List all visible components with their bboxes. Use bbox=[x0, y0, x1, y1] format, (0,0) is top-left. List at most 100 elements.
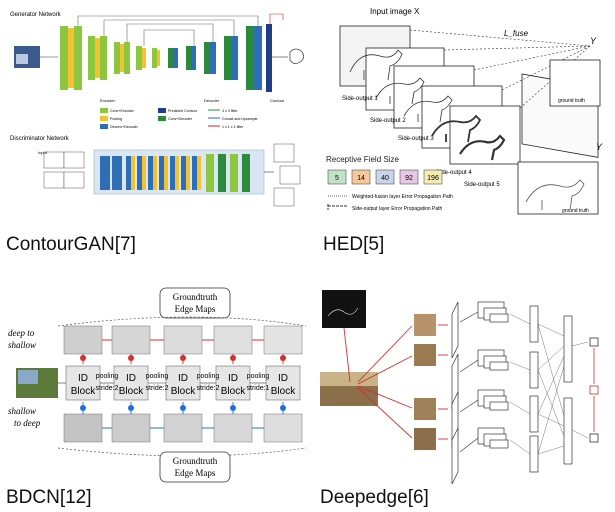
svg-text:40: 40 bbox=[381, 175, 389, 182]
skip-connections bbox=[77, 13, 284, 46]
output-nodes bbox=[589, 337, 599, 443]
svg-text:Side-output 1: Side-output 1 bbox=[342, 96, 378, 102]
top-dashed-loop bbox=[57, 316, 307, 327]
ground-truth-bottom bbox=[517, 161, 599, 215]
svg-text:Concat and Upsample: Concat and Upsample bbox=[222, 117, 258, 121]
svg-text:14: 14 bbox=[357, 175, 365, 182]
svg-text:Block: Block bbox=[71, 386, 96, 397]
svg-text:Side-output 3: Side-output 3 bbox=[398, 136, 434, 142]
fan-arrows bbox=[357, 325, 413, 439]
deep-to-shallow-2: shallow bbox=[8, 340, 36, 350]
svg-text:ID: ID bbox=[228, 373, 238, 384]
bottom-dashed-loop bbox=[57, 447, 307, 457]
filter-planes bbox=[451, 301, 459, 485]
input-image-detail bbox=[16, 54, 28, 64]
output-contour bbox=[289, 48, 304, 64]
svg-text:Side-output 4: Side-output 4 bbox=[436, 170, 472, 176]
gt-box-top bbox=[159, 287, 231, 319]
patch-arrows bbox=[438, 324, 448, 440]
input-image-sky bbox=[320, 372, 378, 386]
contourgan-diagram: Generator Network Contour Encoder Decode… bbox=[10, 12, 304, 207]
svg-text:stride:1: stride:1 bbox=[247, 385, 270, 392]
ground-truth-top bbox=[549, 59, 601, 107]
ground-truth-top-label: ground truth bbox=[558, 98, 585, 104]
svg-text:ID: ID bbox=[278, 373, 288, 384]
encoder-label: Encoder bbox=[100, 98, 116, 103]
caption-deepedge: Deepedge[6] bbox=[320, 487, 429, 508]
disc-blocks bbox=[93, 149, 265, 195]
gt-box-top-line1: Groundtruth bbox=[173, 292, 218, 302]
id-block-labels: ID Block ID Block ID Block ID Block ID Block bbox=[71, 373, 296, 397]
svg-text:ID: ID bbox=[126, 373, 136, 384]
svg-text:Conv+Encoder: Conv+Encoder bbox=[110, 109, 135, 113]
error-paths bbox=[409, 29, 591, 109]
side-output-labels: Side-output 1 Side-output 2 Side-output … bbox=[342, 96, 500, 188]
svg-text:3 x 3 filter: 3 x 3 filter bbox=[222, 109, 238, 113]
gt-box-bottom bbox=[159, 451, 231, 483]
rf-boxes: 5 14 40 92 196 bbox=[327, 169, 443, 185]
svg-text:1 x 1 x 1 filter: 1 x 1 x 1 filter bbox=[222, 125, 244, 129]
svg-text:stride:2: stride:2 bbox=[146, 385, 169, 392]
edge-map-lines bbox=[327, 307, 359, 317]
fc-columns bbox=[529, 305, 573, 473]
arrow bbox=[343, 327, 351, 383]
contour-label: Contour bbox=[270, 98, 285, 103]
hed-diagram: Input image X L_fuse Y Side-output 1 Sid… bbox=[326, 7, 603, 215]
conv-stacks bbox=[477, 301, 509, 449]
svg-text:ID: ID bbox=[78, 373, 88, 384]
bdcn-input-sky bbox=[18, 370, 38, 384]
fc-connections bbox=[509, 313, 589, 455]
ground-truth-bottom-label: ground truth bbox=[562, 208, 589, 214]
svg-text:Block: Block bbox=[221, 386, 246, 397]
svg-text:Block: Block bbox=[171, 386, 196, 397]
svg-text:Weighted-fusion layer Error Pr: Weighted-fusion layer Error Propagation … bbox=[352, 194, 453, 200]
patches bbox=[414, 314, 436, 450]
stack-arrows bbox=[459, 311, 479, 453]
svg-text:ID: ID bbox=[178, 373, 188, 384]
rf-title: Receptive Field Size bbox=[326, 155, 399, 164]
gt-box-bottom-line1: Groundtruth bbox=[173, 456, 218, 466]
svg-text:Pooling: Pooling bbox=[110, 117, 122, 121]
svg-text:pooling: pooling bbox=[146, 373, 169, 380]
svg-text:196: 196 bbox=[427, 175, 439, 182]
svg-text:5: 5 bbox=[335, 175, 339, 182]
svg-text:stride:2: stride:2 bbox=[96, 385, 119, 392]
svg-text:pooling: pooling bbox=[247, 373, 270, 380]
hed-input-title: Input image X bbox=[370, 7, 420, 16]
generator-title: Generator Network bbox=[10, 12, 62, 18]
hed-y-label-bottom: Y bbox=[596, 142, 603, 152]
svg-text:Side-output 2: Side-output 2 bbox=[370, 118, 406, 124]
contourgan-legend: Conv+Encoder Pooling Deconv+Decoder Pred… bbox=[100, 108, 258, 129]
svg-text:Block: Block bbox=[271, 386, 296, 397]
encoder-blocks bbox=[60, 26, 160, 90]
red-plus-nodes bbox=[80, 355, 286, 361]
svg-text:stride:2: stride:2 bbox=[197, 385, 220, 392]
horse-sketches bbox=[349, 49, 506, 161]
discriminator-title: Discriminator Network bbox=[10, 136, 70, 142]
caption-hed: HED[5] bbox=[323, 234, 385, 255]
hed-y-label-top: Y bbox=[590, 36, 597, 46]
hed-loss-label: L_fuse bbox=[504, 29, 529, 38]
svg-text:Side-output layer Error Propag: Side-output layer Error Propagation Path bbox=[352, 206, 443, 212]
caption-bdcn: BDCN[12] bbox=[6, 487, 92, 508]
disc-output-images bbox=[273, 143, 301, 207]
svg-text:pooling: pooling bbox=[197, 373, 220, 380]
disc-input-images bbox=[43, 151, 85, 189]
gt-box-bottom-line2: Edge Maps bbox=[175, 468, 216, 478]
shallow-to-deep-2: to deep bbox=[14, 418, 41, 428]
svg-text:Block: Block bbox=[119, 386, 144, 397]
edge-maps-bottom bbox=[63, 413, 303, 443]
edge-maps-top bbox=[63, 325, 303, 355]
svg-text:Deconv+Decoder: Deconv+Decoder bbox=[110, 125, 139, 129]
bdcn-diagram: Groundtruth Edge Maps deep to shallow sh… bbox=[8, 287, 307, 483]
deepedge-diagram bbox=[320, 290, 599, 485]
deepedge-edge-map bbox=[322, 290, 366, 328]
caption-contourgan: ContourGAN[7] bbox=[6, 234, 136, 255]
hed-legend: Weighted-fusion layer Error Propagation … bbox=[327, 194, 453, 212]
svg-text:92: 92 bbox=[405, 175, 413, 182]
ground-truth-horses bbox=[525, 179, 585, 211]
svg-text:Side-output 5: Side-output 5 bbox=[464, 182, 500, 188]
shallow-to-deep-1: shallow bbox=[8, 406, 36, 416]
deep-to-shallow-1: deep to bbox=[8, 328, 35, 338]
svg-text:Predicted Contour: Predicted Contour bbox=[168, 109, 198, 113]
